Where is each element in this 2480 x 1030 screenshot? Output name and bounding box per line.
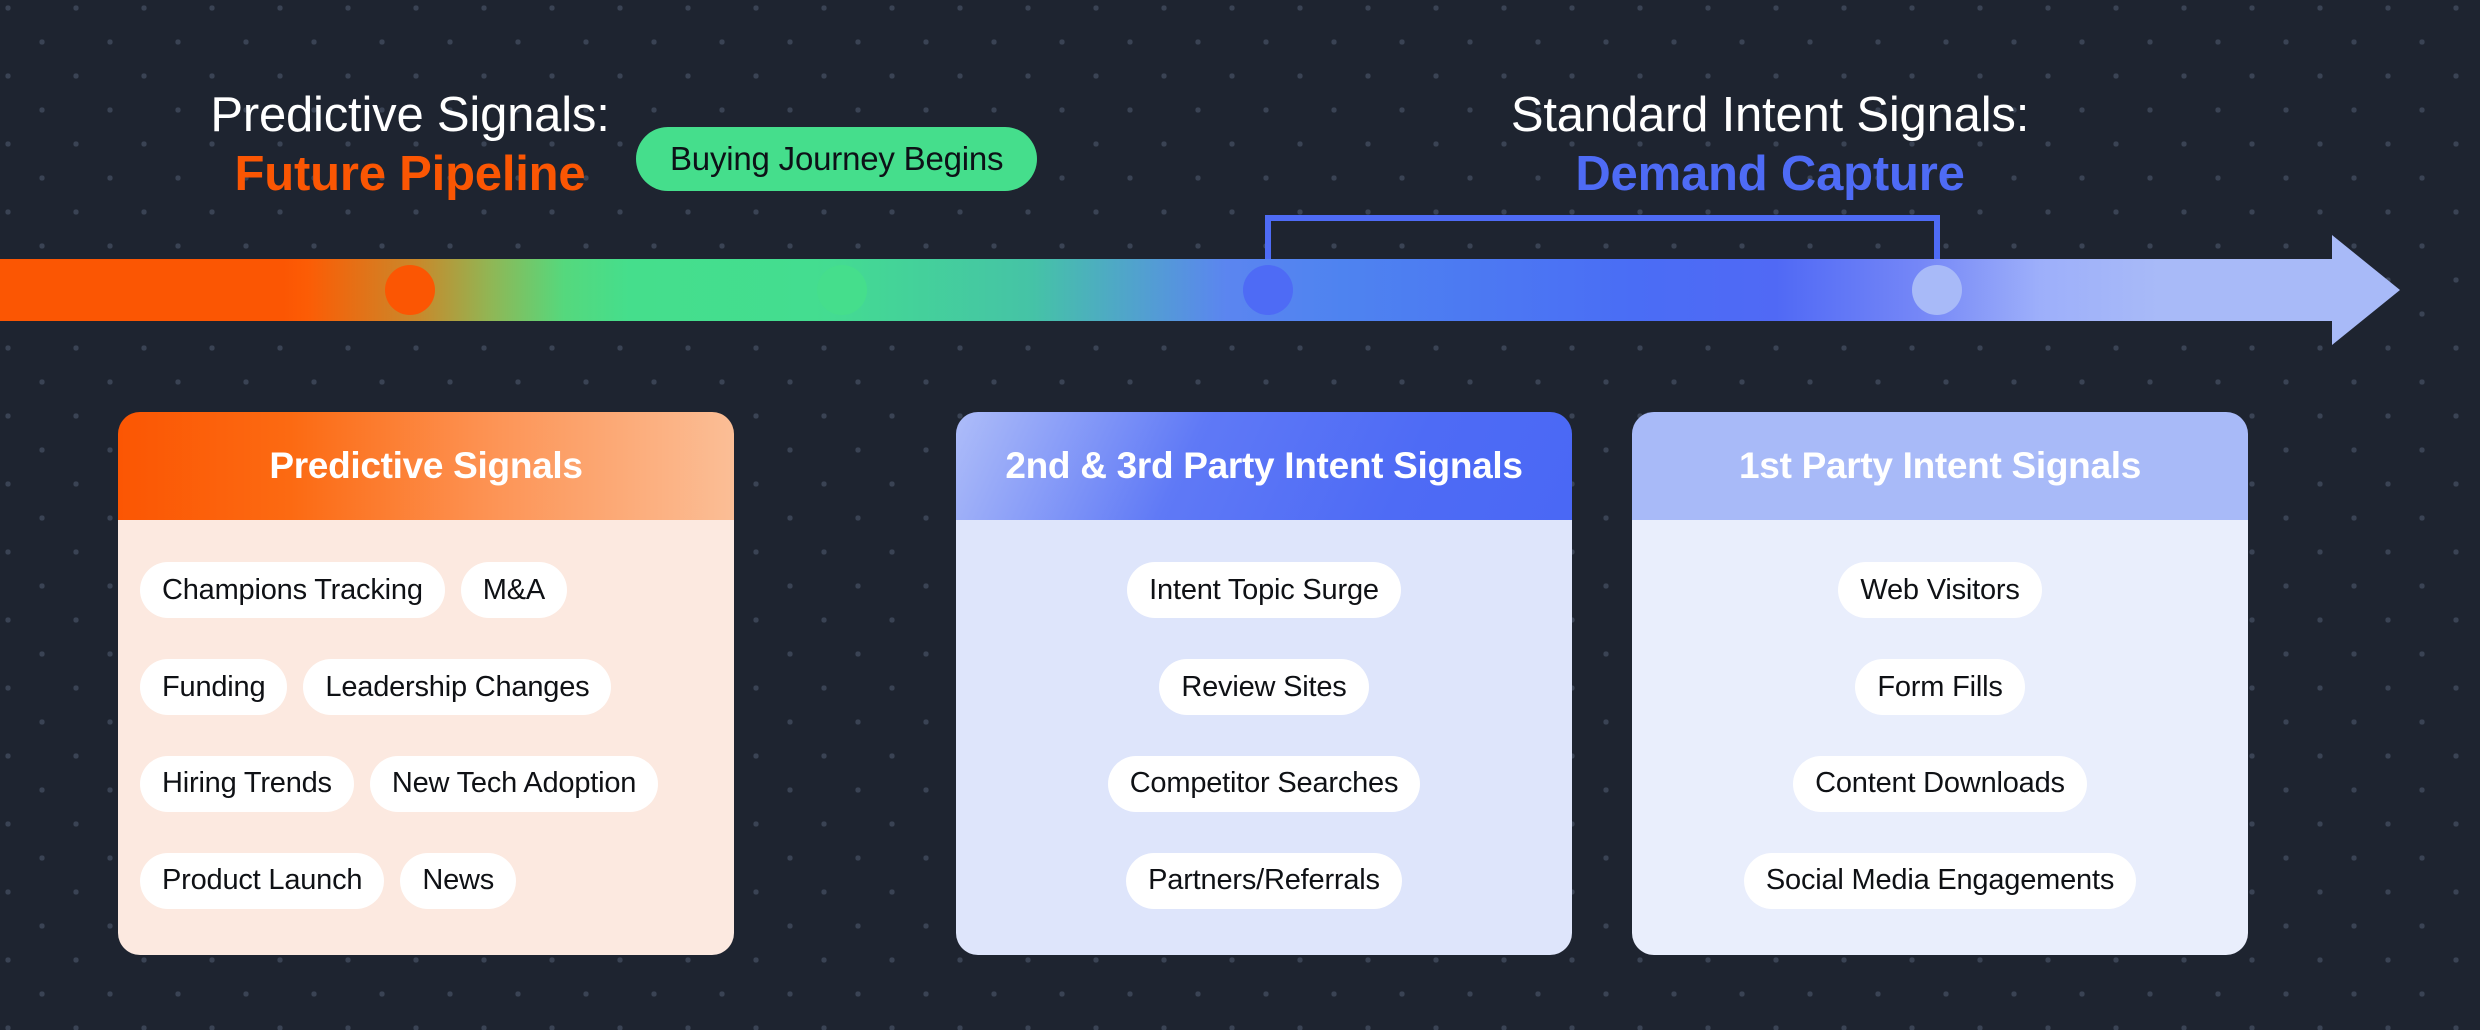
chip-row: Funding Leadership Changes bbox=[140, 659, 712, 716]
card-first-party-intent-signals: 1st Party Intent Signals Web Visitors Fo… bbox=[1632, 412, 2248, 955]
chip-web-visitors[interactable]: Web Visitors bbox=[1838, 562, 2042, 619]
chip-ma[interactable]: M&A bbox=[460, 562, 567, 619]
chip-content-downloads[interactable]: Content Downloads bbox=[1793, 755, 2087, 812]
card-predictive-signals: Predictive Signals Champions Tracking M&… bbox=[118, 412, 734, 955]
chip-row: Product Launch News bbox=[140, 852, 712, 909]
timeline-node-second-third bbox=[1243, 265, 1293, 315]
chip-funding[interactable]: Funding bbox=[140, 659, 288, 716]
chip-row: Champions Tracking M&A bbox=[140, 562, 712, 619]
chip-row: Partners/Referrals bbox=[978, 852, 1550, 909]
standard-intent-bracket bbox=[1265, 215, 1940, 292]
card-first-party-title: 1st Party Intent Signals bbox=[1632, 412, 2248, 520]
card-second-third-title: 2nd & 3rd Party Intent Signals bbox=[956, 412, 1572, 520]
predictive-label-line2: Future Pipeline bbox=[234, 146, 586, 201]
chip-leadership-changes[interactable]: Leadership Changes bbox=[303, 659, 612, 716]
chip-news[interactable]: News bbox=[400, 852, 517, 909]
chip-row: Review Sites bbox=[978, 659, 1550, 716]
chip-row: Intent Topic Surge bbox=[978, 562, 1550, 619]
card-first-party-body: Web Visitors Form Fills Content Download… bbox=[1632, 520, 2248, 955]
chip-product-launch[interactable]: Product Launch bbox=[140, 852, 385, 909]
card-second-third-party-intent-signals: 2nd & 3rd Party Intent Signals Intent To… bbox=[956, 412, 1572, 955]
standard-intent-signals-label: Standard Intent Signals: Demand Capture bbox=[1020, 88, 2480, 202]
chip-row: Form Fills bbox=[1654, 659, 2226, 716]
timeline-arrow-bar bbox=[0, 235, 2400, 345]
chip-row: Hiring Trends New Tech Adoption bbox=[140, 755, 712, 812]
buying-journey-badge: Buying Journey Begins bbox=[636, 127, 1038, 191]
chip-champions-tracking[interactable]: Champions Tracking bbox=[140, 562, 445, 619]
card-predictive-body: Champions Tracking M&A Funding Leadershi… bbox=[118, 520, 734, 955]
chip-form-fills[interactable]: Form Fills bbox=[1855, 659, 2025, 716]
card-second-third-body: Intent Topic Surge Review Sites Competit… bbox=[956, 520, 1572, 955]
chip-row: Competitor Searches bbox=[978, 755, 1550, 812]
timeline-node-predictive bbox=[385, 265, 435, 315]
chip-competitor-searches[interactable]: Competitor Searches bbox=[1107, 755, 1421, 812]
chip-row: Web Visitors bbox=[1654, 562, 2226, 619]
chip-intent-topic-surge[interactable]: Intent Topic Surge bbox=[1127, 562, 1401, 619]
card-predictive-title: Predictive Signals bbox=[118, 412, 734, 520]
chip-row: Social Media Engagements bbox=[1654, 852, 2226, 909]
chip-row: Content Downloads bbox=[1654, 755, 2226, 812]
predictive-label-line1: Predictive Signals: bbox=[210, 88, 610, 142]
timeline-node-buying-journey bbox=[817, 265, 867, 315]
chip-review-sites[interactable]: Review Sites bbox=[1159, 659, 1369, 716]
standard-label-line2: Demand Capture bbox=[1575, 146, 1965, 201]
chip-hiring-trends[interactable]: Hiring Trends bbox=[140, 755, 354, 812]
chip-partners-referrals[interactable]: Partners/Referrals bbox=[1126, 852, 1402, 909]
timeline-node-first-party bbox=[1912, 265, 1962, 315]
chip-new-tech-adoption[interactable]: New Tech Adoption bbox=[369, 755, 659, 812]
standard-label-line1: Standard Intent Signals: bbox=[1510, 88, 2030, 142]
predictive-signals-label: Predictive Signals: Future Pipeline bbox=[86, 88, 734, 202]
chip-social-media-engagements[interactable]: Social Media Engagements bbox=[1743, 852, 2137, 909]
